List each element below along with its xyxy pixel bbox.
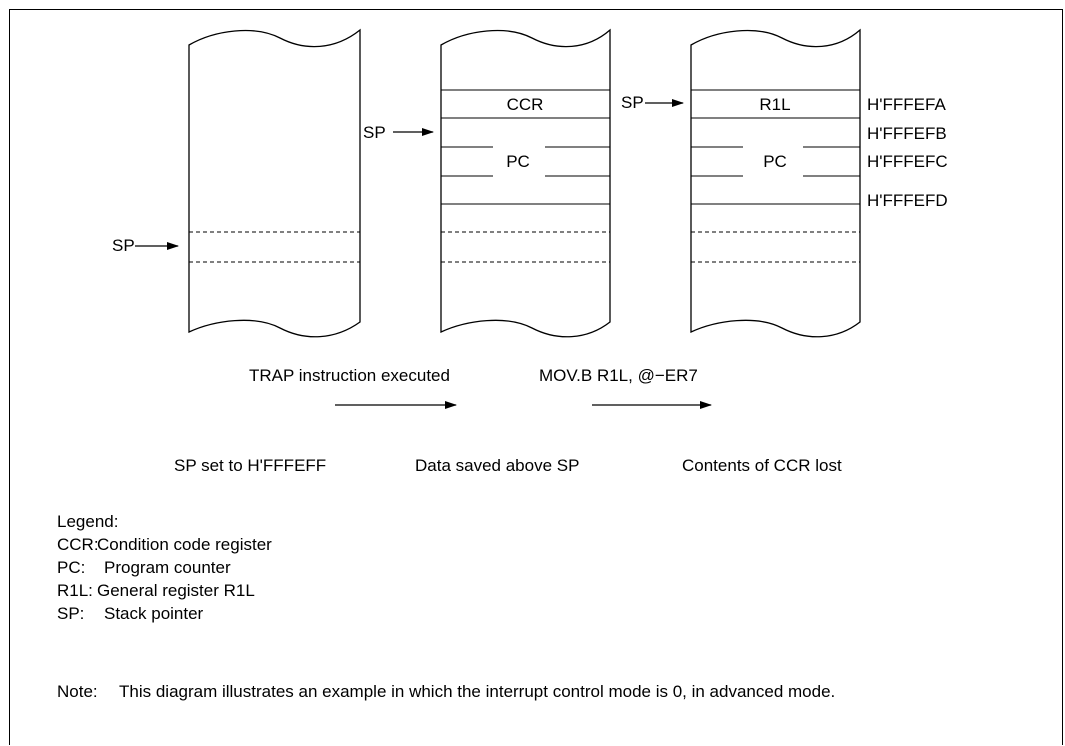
legend-title: Legend: — [57, 512, 119, 531]
note: Note: This diagram illustrates an exampl… — [57, 680, 849, 703]
sp-pointer-label: SP — [112, 236, 135, 255]
address-label: H'FFFEFD — [867, 191, 948, 210]
note-text: This diagram illustrates an example in w… — [119, 682, 836, 701]
stack-3: R1L PC SP H'FFFEFA H'FFFEFB H'FFFEFC H'F… — [621, 28, 948, 338]
address-label: H'FFFEFB — [867, 124, 947, 143]
address-label: H'FFFEFC — [867, 152, 948, 171]
legend-term: CCR: — [57, 535, 99, 554]
legend-desc: General register R1L — [97, 581, 255, 600]
sp-pointer-label: SP — [621, 93, 644, 112]
legend-term: R1L: — [57, 581, 93, 600]
legend-desc: Condition code register — [97, 535, 272, 554]
r1l-cell-label: R1L — [759, 95, 790, 114]
stack-3-outline — [690, 28, 861, 338]
legend-item: R1L: General register R1L — [57, 579, 272, 602]
stack-caption: Data saved above SP — [415, 456, 579, 475]
stack-1: SP — [112, 28, 361, 338]
legend-desc: Stack pointer — [104, 604, 204, 623]
ccr-cell-label: CCR — [507, 95, 544, 114]
figure-frame — [9, 9, 1063, 745]
pc-cell-label: PC — [506, 152, 530, 171]
stack-2: CCR PC SP — [363, 28, 611, 338]
note-label: Note: — [57, 682, 98, 701]
legend-item: PC: Program counter — [57, 556, 272, 579]
stack-1-outline — [188, 28, 361, 338]
sp-pointer-label: SP — [363, 123, 386, 142]
stack-caption: SP set to H'FFFEFF — [174, 456, 326, 475]
transition-label: TRAP instruction executed — [249, 366, 450, 385]
legend-item: CCR: Condition code register — [57, 533, 272, 556]
transition-label: MOV.B R1L, @−ER7 — [539, 366, 698, 385]
address-label: H'FFFEFA — [867, 95, 946, 114]
legend-item: SP: Stack pointer — [57, 602, 272, 625]
legend-term: SP: — [57, 604, 85, 623]
pc-cell-label: PC — [763, 152, 787, 171]
legend-desc: Program counter — [104, 558, 231, 577]
stack-caption: Contents of CCR lost — [682, 456, 842, 475]
legend-term: PC: — [57, 558, 86, 577]
stack-diagram: SP CCR PC SP R1L PC SP H'FFFEFA H — [112, 28, 948, 475]
stack-2-outline — [440, 28, 611, 338]
legend: Legend: CCR: Condition code register PC:… — [57, 510, 272, 625]
